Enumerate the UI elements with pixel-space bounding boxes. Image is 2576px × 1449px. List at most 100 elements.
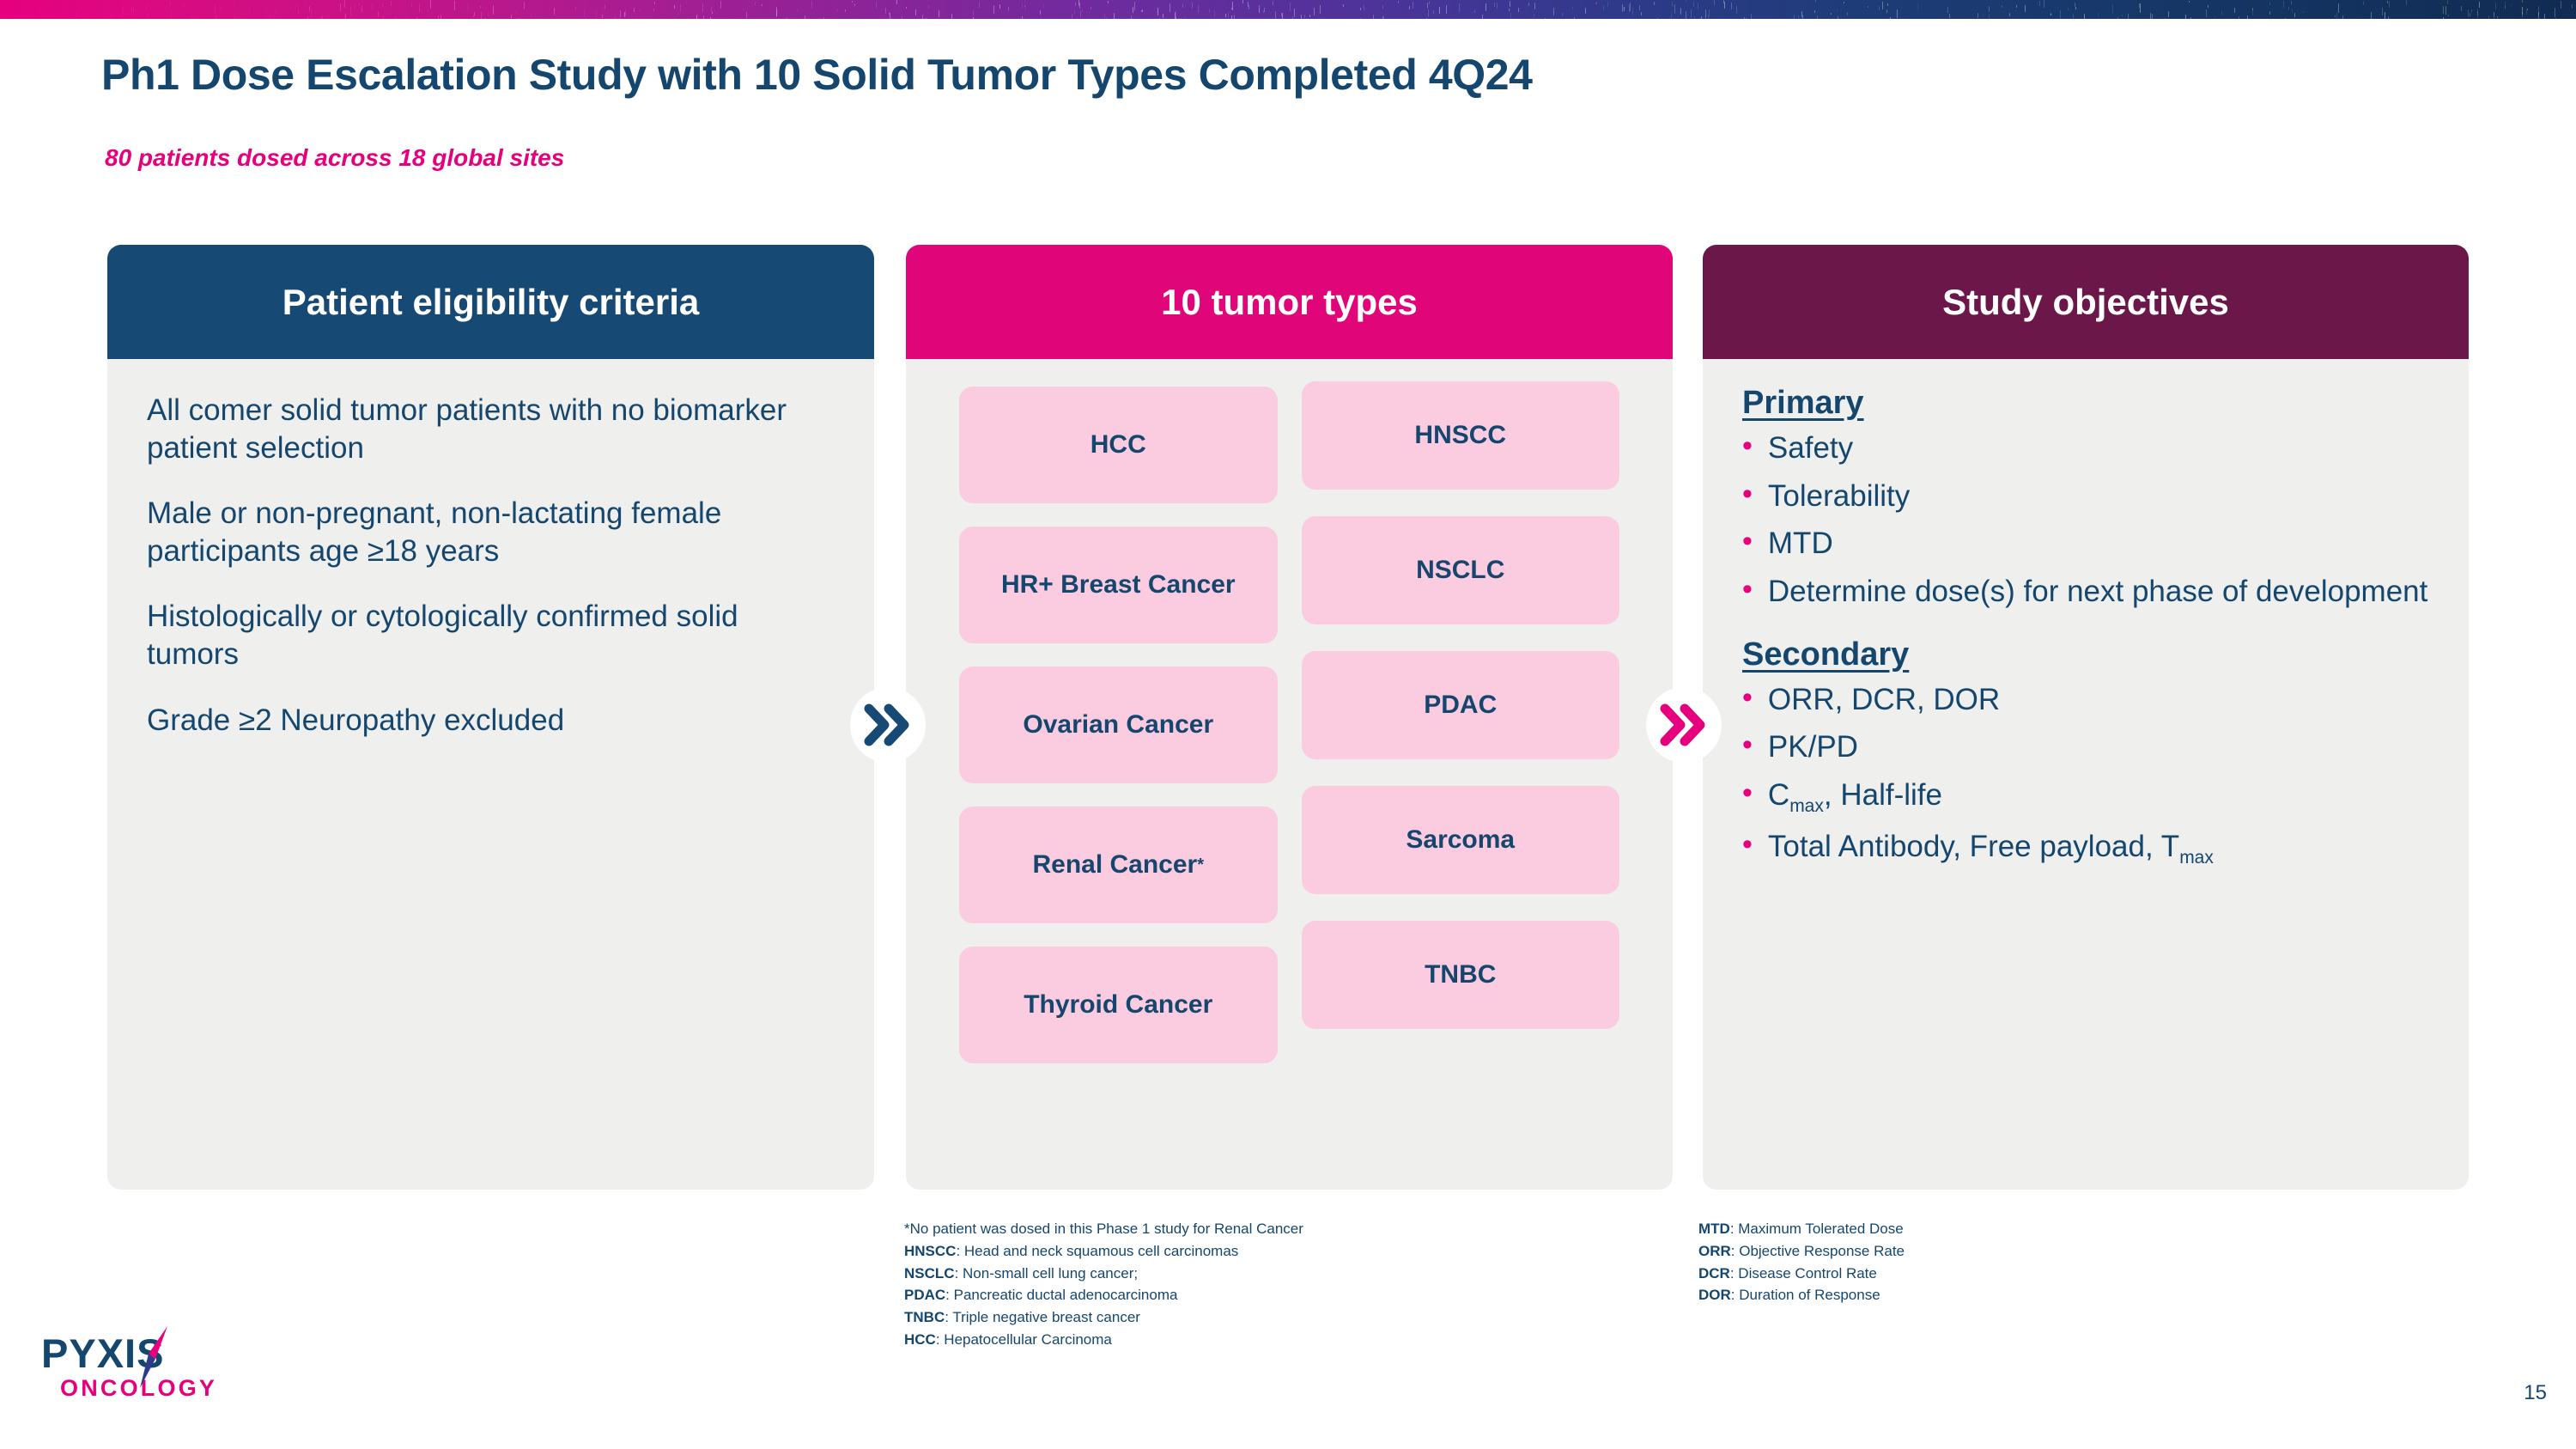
speckle [2221,10,2222,15]
speckle [2185,14,2187,19]
speckle [295,3,297,7]
speckle [394,16,396,19]
logo-subwordmark: ONCOLOGY [60,1375,218,1401]
tumor-type-box[interactable]: NSCLC [1301,516,1619,624]
speckle [1657,17,1659,19]
speckle [1890,17,1892,19]
speckle [677,13,678,16]
speckle [1081,8,1083,14]
speckle [2445,5,2446,15]
footnote-line: DCR: Disease Control Rate [1698,1263,1905,1285]
tumor-type-label: Sarcoma [1406,825,1516,854]
pyxis-oncology-logo: PYXIS ONCOLOGY [41,1326,239,1412]
speckle [1382,5,1384,10]
footnote-marker: * [1197,855,1205,874]
footnote-line: NSCLC: Non-small cell lung cancer; [904,1263,1303,1285]
speckle [2446,0,2448,4]
speckle [2471,9,2473,12]
panel-objectives-body: Primary •Safety•Tolerability•MTD•Determi… [1703,359,2469,1190]
speckle [88,10,89,17]
speckle [2505,1,2506,10]
speckle [1751,13,1753,19]
objective-label: MTD [1767,527,1833,561]
tumor-type-box[interactable]: Sarcoma [1301,786,1619,894]
speckle [2525,9,2527,15]
speckle [30,6,31,13]
speckle [36,1,37,6]
speckle [601,5,603,9]
tumor-type-box[interactable]: Thyroid Cancer [959,947,1278,1063]
speckle [220,6,222,9]
objective-label: Safety [1767,431,1854,465]
speckle [1425,17,1427,19]
footnote-text: : Maximum Tolerated Dose [1729,1221,1904,1237]
speckle [2467,9,2469,17]
speckle [875,2,877,9]
speckle [1248,2,1249,8]
speckle [1025,4,1027,12]
speckle [2050,14,2051,16]
speckle [1372,14,1374,19]
speckle [133,7,135,13]
speckle [1192,3,1194,9]
objective-item: •Determine dose(s) for next phase of dev… [1742,573,2429,611]
speckle [2342,16,2343,19]
bullet-icon: • [1742,728,1753,762]
speckle [2370,11,2372,19]
speckle [1897,9,1899,19]
footnote-text: : Hepatocellular Carcinoma [935,1331,1112,1349]
speckle [1638,5,1640,11]
speckle [1382,15,1384,19]
speckle [2038,0,2040,6]
speckle [2497,15,2499,18]
speckle [1917,3,1918,11]
speckle [2342,14,2343,17]
speckle [1878,5,1880,10]
logo-wordmark: PYXIS [41,1330,165,1376]
speckle [344,0,346,8]
speckle [1426,2,1428,9]
panel-eligibility-body: All comer solid tumor patients with no b… [107,359,874,1190]
speckle [2522,0,2524,3]
speckle [712,10,714,15]
speckle [382,3,384,8]
speckle [2009,13,2011,17]
speckle [1459,3,1461,12]
speckle [345,13,347,19]
speckle [307,15,309,19]
tumor-type-label: HNSCC [1414,420,1507,449]
tumor-type-box[interactable]: TNBC [1301,921,1619,1029]
speckle [1814,0,1816,3]
speckle [1887,3,1889,6]
footnote-text: *No patient was dosed in this Phase 1 st… [904,1221,1303,1237]
tumor-type-box[interactable]: Ovarian Cancer [959,667,1278,783]
tumor-type-box[interactable]: HR+ Breast Cancer [959,527,1278,643]
speckle [2016,4,2018,8]
speckle [290,6,292,9]
footnote-text: : Triple negative breast cancer [945,1309,1140,1326]
speckle [480,5,481,8]
speckle [1496,3,1498,9]
speckle [472,15,474,17]
speckle [131,6,132,11]
tumor-type-box[interactable]: PDAC [1301,651,1619,759]
footnote-line: HCC: Hepatocellular Carcinoma [904,1329,1303,1351]
tumor-type-box[interactable]: HNSCC [1301,381,1619,490]
speckle [438,15,440,19]
speckle [2247,15,2249,19]
speckle [2,6,3,13]
speckle [198,16,199,19]
speckle [297,8,299,15]
speckle [1214,9,1216,17]
speckle [2269,11,2270,15]
speckle [2284,17,2286,19]
speckle [921,14,923,19]
speckle [1264,7,1266,12]
tumor-type-box[interactable]: Renal Cancer* [959,807,1278,923]
speckle [340,3,342,12]
speckle [1561,12,1563,15]
speckle [2251,8,2253,11]
tumor-type-box[interactable]: HCC [959,387,1278,503]
speckle [720,1,721,9]
speckle [635,14,637,17]
